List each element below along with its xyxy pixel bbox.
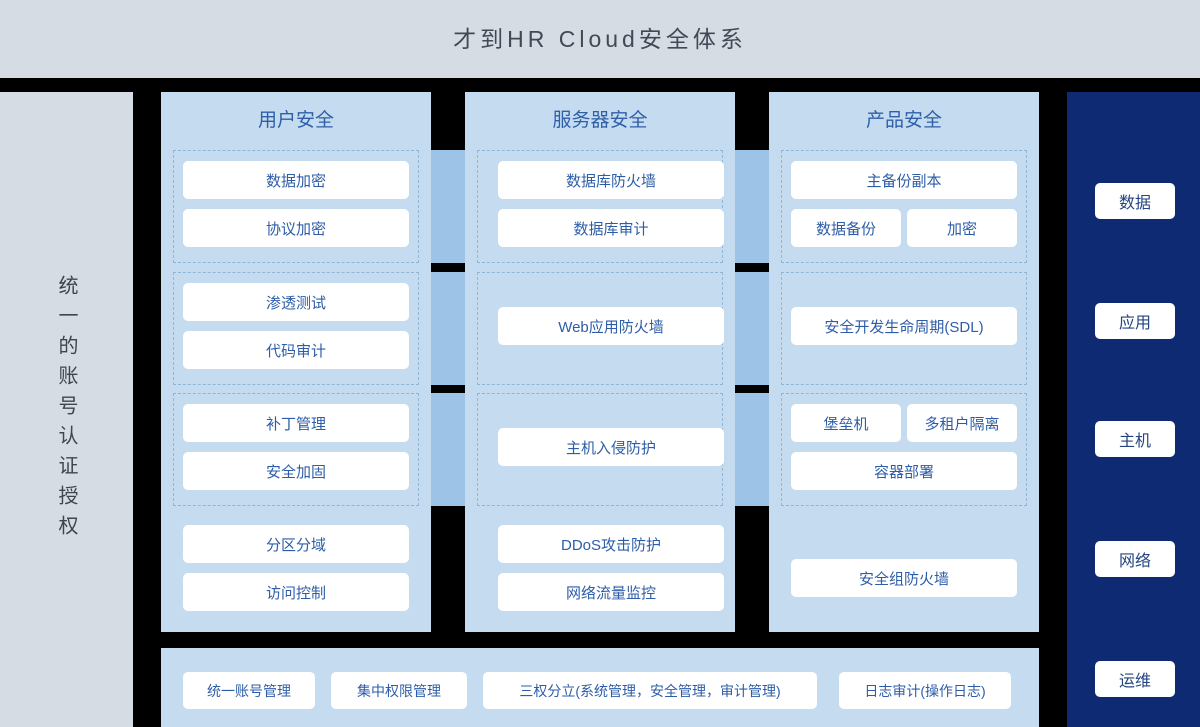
cell-item[interactable]: 分区分域 xyxy=(183,525,409,563)
cell-item[interactable]: 数据备份 xyxy=(791,209,901,247)
column-title: 产品安全 xyxy=(865,110,942,131)
column-server-security: 服务器安全 数据库防火墙 数据库审计 Web应用防火墙 主机入侵防护 DDoS攻… xyxy=(465,92,735,632)
cell-item[interactable]: 渗透测试 xyxy=(183,283,409,321)
cell-item[interactable]: 补丁管理 xyxy=(183,404,409,442)
right-sidebar-item-ops[interactable]: 运维 xyxy=(1095,661,1175,697)
cell-item[interactable]: 数据加密 xyxy=(183,161,409,199)
connector-strip-row2-left xyxy=(431,272,465,385)
page-title: 才到HR Cloud安全体系 xyxy=(453,26,747,52)
right-sidebar: 数据 应用 主机 网络 运维 xyxy=(1067,92,1200,727)
column-user-security: 用户安全 数据加密 协议加密 渗透测试 代码审计 补丁管理 安全加固 分区分域 … xyxy=(161,92,431,632)
cell-item[interactable]: 安全开发生命周期(SDL) xyxy=(791,307,1017,345)
band-group: 安全开发生命周期(SDL) xyxy=(781,272,1027,385)
right-sidebar-item-data[interactable]: 数据 xyxy=(1095,183,1175,219)
cell-item[interactable]: 数据库防火墙 xyxy=(498,161,724,199)
cell-item[interactable]: 代码审计 xyxy=(183,331,409,369)
cell-item[interactable]: 容器部署 xyxy=(791,452,1017,490)
connector-strip-row2-right xyxy=(735,272,769,385)
cell-item[interactable]: 协议加密 xyxy=(183,209,409,247)
cell-item[interactable]: 网络流量监控 xyxy=(498,573,724,611)
band-group: 主机入侵防护 xyxy=(477,393,724,506)
right-sidebar-item-host[interactable]: 主机 xyxy=(1095,421,1175,457)
cell-item[interactable]: 安全加固 xyxy=(183,452,409,490)
band-group: 补丁管理 安全加固 xyxy=(173,393,419,506)
bottom-item[interactable]: 三权分立(系统管理，安全管理，审计管理) xyxy=(483,672,817,709)
right-sidebar-item-app[interactable]: 应用 xyxy=(1095,303,1175,339)
left-sidebar: 统一的账号认证授权 xyxy=(0,92,133,727)
bottom-item[interactable]: 统一账号管理 xyxy=(183,672,315,709)
cell-item[interactable]: 主备份副本 xyxy=(791,161,1017,199)
bottom-bar: 统一账号管理 集中权限管理 三权分立(系统管理，安全管理，审计管理) 日志审计(… xyxy=(161,648,1039,727)
cell-item[interactable]: Web应用防火墙 xyxy=(498,307,724,345)
band-group: 数据加密 协议加密 xyxy=(173,150,419,263)
cell-item[interactable]: 多租户隔离 xyxy=(907,404,1017,442)
band-group: 主备份副本 数据备份 加密 xyxy=(781,150,1027,263)
band-group: 分区分域 访问控制 xyxy=(173,514,419,620)
connector-strip-row1-left xyxy=(431,150,465,263)
cell-item[interactable]: 主机入侵防护 xyxy=(498,428,724,466)
connector-strip-row1-right xyxy=(735,150,769,263)
bottom-item[interactable]: 集中权限管理 xyxy=(331,672,467,709)
title-bar: 才到HR Cloud安全体系 xyxy=(0,0,1200,78)
column-title: 用户安全 xyxy=(257,110,334,131)
cell-item[interactable]: 访问控制 xyxy=(183,573,409,611)
band-group: 堡垒机 多租户隔离 容器部署 xyxy=(781,393,1027,506)
connector-strip-row3-right xyxy=(735,393,769,506)
cell-item[interactable]: 安全组防火墙 xyxy=(791,559,1017,597)
right-sidebar-item-network[interactable]: 网络 xyxy=(1095,541,1175,577)
column-title: 服务器安全 xyxy=(552,110,648,131)
connector-strip-row3-left xyxy=(431,393,465,506)
band-group: DDoS攻击防护 网络流量监控 xyxy=(477,514,724,620)
band-group: 数据库防火墙 数据库审计 xyxy=(477,150,724,263)
left-sidebar-label: 统一的账号认证授权 xyxy=(55,274,77,545)
band-group: 渗透测试 代码审计 xyxy=(173,272,419,385)
cell-item[interactable]: DDoS攻击防护 xyxy=(498,525,724,563)
bottom-item[interactable]: 日志审计(操作日志) xyxy=(839,672,1011,709)
column-product-security: 产品安全 主备份副本 数据备份 加密 安全开发生命周期(SDL) 堡垒机 多租户… xyxy=(769,92,1039,632)
band-group: Web应用防火墙 xyxy=(477,272,724,385)
cell-item[interactable]: 加密 xyxy=(907,209,1017,247)
band-group: 安全组防火墙 xyxy=(781,514,1027,620)
cell-item[interactable]: 数据库审计 xyxy=(498,209,724,247)
cell-item[interactable]: 堡垒机 xyxy=(791,404,901,442)
